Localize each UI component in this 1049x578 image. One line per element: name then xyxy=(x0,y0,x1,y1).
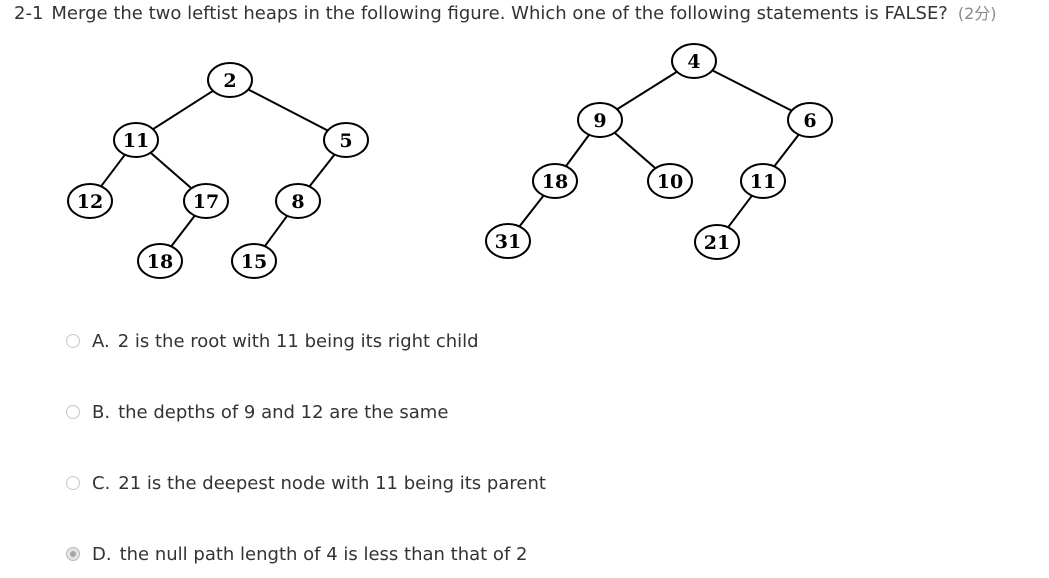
option-c-radio[interactable] xyxy=(66,476,80,490)
option-c[interactable]: C. 21 is the deepest node with 11 being … xyxy=(66,471,546,495)
node-circle xyxy=(647,163,693,199)
edge-r18-r31 xyxy=(518,194,545,228)
node-label: 11 xyxy=(123,130,149,152)
question-number: 2-1 xyxy=(14,3,44,24)
option-b-letter: B. xyxy=(92,401,111,423)
node-label: 6 xyxy=(803,110,816,132)
node-label: 4 xyxy=(687,51,700,73)
node-circle xyxy=(485,223,531,259)
tree-node-r4: 4 xyxy=(671,43,717,79)
tree-node-r11: 11 xyxy=(740,163,786,199)
question-title: 2-1 Merge the two leftist heaps in the fo… xyxy=(14,1,997,27)
tree-node-l2: 2 xyxy=(207,62,253,98)
edge-r6-r11 xyxy=(773,133,800,168)
edge-r9-r10 xyxy=(613,131,657,170)
node-label: 10 xyxy=(657,171,683,193)
option-d[interactable]: D. the null path length of 4 is less tha… xyxy=(66,542,527,566)
leftist-heaps-figure: 2 11 5 12 17 8 18 15 4 9 6 18 10 11 31 21 xyxy=(67,43,833,279)
option-b-text: the depths of 9 and 12 are the same xyxy=(118,401,449,423)
tree-node-r10: 10 xyxy=(647,163,693,199)
tree-node-l5: 5 xyxy=(323,122,369,158)
node-circle xyxy=(137,243,183,279)
node-label: 17 xyxy=(193,191,219,213)
tree-edges xyxy=(100,69,800,247)
tree-node-l17: 17 xyxy=(183,183,229,219)
tree-nodes: 2 11 5 12 17 8 18 15 4 9 6 18 10 11 31 21 xyxy=(67,43,833,279)
edge-r9-r18 xyxy=(565,134,590,167)
question-score: (2分) xyxy=(957,4,997,23)
node-circle xyxy=(231,243,277,279)
node-label: 31 xyxy=(495,231,521,253)
edge-l11-l17 xyxy=(149,151,193,190)
tree-node-r9: 9 xyxy=(577,102,623,138)
option-b[interactable]: B. the depths of 9 and 12 are the same xyxy=(66,400,448,424)
node-circle xyxy=(113,122,159,158)
node-circle xyxy=(207,62,253,98)
edge-l8-l15 xyxy=(264,215,288,247)
edge-l11-l12 xyxy=(100,154,126,187)
node-label: 11 xyxy=(750,171,776,193)
node-label: 12 xyxy=(77,191,103,213)
option-d-letter: D. xyxy=(92,543,112,565)
option-b-radio[interactable] xyxy=(66,405,80,419)
node-label: 18 xyxy=(542,171,568,193)
node-circle xyxy=(694,224,740,260)
node-circle xyxy=(183,183,229,219)
node-label: 18 xyxy=(147,251,173,273)
node-circle xyxy=(671,43,717,79)
node-circle xyxy=(67,183,113,219)
node-circle xyxy=(275,183,321,219)
question-text: Merge the two leftist heaps in the follo… xyxy=(51,3,948,24)
tree-node-r18: 18 xyxy=(532,163,578,199)
edge-l17-l18 xyxy=(170,215,196,247)
tree-node-r31: 31 xyxy=(485,223,531,259)
option-c-letter: C. xyxy=(92,472,111,494)
node-circle xyxy=(532,163,578,199)
node-label: 15 xyxy=(241,251,267,273)
option-d-radio[interactable] xyxy=(66,547,80,561)
edge-r4-r9 xyxy=(616,70,678,111)
edge-r11-r21 xyxy=(727,195,753,228)
node-circle xyxy=(577,102,623,138)
node-circle xyxy=(740,163,786,199)
option-a-text: 2 is the root with 11 being its right ch… xyxy=(117,330,479,352)
tree-node-l15: 15 xyxy=(231,243,277,279)
option-a[interactable]: A. 2 is the root with 11 being its right… xyxy=(66,329,479,353)
node-label: 9 xyxy=(593,110,606,132)
tree-node-l8: 8 xyxy=(275,183,321,219)
node-label: 2 xyxy=(223,70,236,92)
node-circle xyxy=(323,122,369,158)
node-label: 5 xyxy=(339,130,352,152)
node-label: 8 xyxy=(291,191,304,213)
option-d-text: the null path length of 4 is less than t… xyxy=(119,543,528,565)
tree-node-l11: 11 xyxy=(113,122,159,158)
tree-node-r6: 6 xyxy=(787,102,833,138)
option-a-letter: A. xyxy=(92,330,110,352)
edge-l2-l5 xyxy=(247,88,329,132)
option-c-text: 21 is the deepest node with 11 being its… xyxy=(118,472,546,494)
option-a-radio[interactable] xyxy=(66,334,80,348)
node-label: 21 xyxy=(704,232,730,254)
node-circle xyxy=(787,102,833,138)
edge-l5-l8 xyxy=(308,153,336,188)
tree-node-l18: 18 xyxy=(137,243,183,279)
edge-l2-l11 xyxy=(152,89,214,131)
tree-node-r21: 21 xyxy=(694,224,740,260)
edge-r4-r6 xyxy=(711,69,793,112)
tree-node-l12: 12 xyxy=(67,183,113,219)
